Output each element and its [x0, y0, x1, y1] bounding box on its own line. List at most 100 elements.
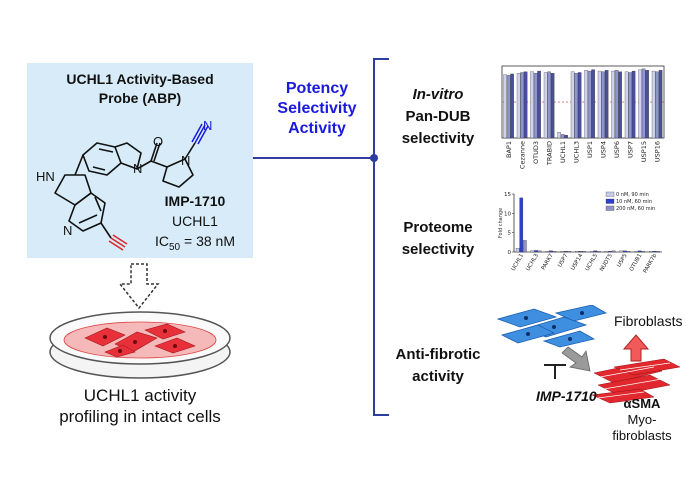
ic50-value: = 38 nM [180, 233, 235, 249]
atom-n-pyridine: N [63, 223, 73, 238]
dub-category-label: BAP1 [505, 141, 513, 158]
cells-caption: UCHL1 activity profiling in intact cells [20, 385, 260, 427]
cells-caption-line2: profiling in intact cells [59, 407, 221, 426]
proteome-bar [549, 250, 553, 253]
dub-bar [591, 69, 595, 139]
antifibrotic-line2: activity [412, 368, 464, 385]
dub-bar [570, 71, 575, 139]
proteome-bar [652, 251, 657, 253]
proteome-legend-label: 200 nM, 60 min [616, 206, 655, 212]
proteome-line1: Proteome [403, 219, 473, 236]
antifibrotic-line1: Anti-fibrotic [395, 346, 481, 363]
alkyne-bond [100, 222, 112, 239]
bracket-connector [253, 58, 389, 416]
dub-bar [655, 71, 659, 139]
fibroblasts-label: Fibroblasts [614, 313, 683, 329]
proteome-category-label: UCHL3 [525, 253, 540, 273]
proteome-bar [626, 251, 631, 253]
benzene-ring [82, 142, 122, 176]
dub-bar [533, 73, 538, 139]
proteome-category-label: USP14 [570, 253, 584, 272]
proteome-category-label: PARK7 [541, 253, 555, 272]
increase-arrow [622, 334, 650, 362]
dub-category-label: USP6 [613, 141, 621, 158]
dub-bar [618, 71, 622, 139]
proteome-bar [597, 251, 601, 253]
proteome-bar [608, 251, 612, 253]
inhibitor-label: IMP-1710 [536, 388, 597, 404]
pyrrolidine-ring [162, 158, 194, 188]
proteome-legend-label: 0 nM, 90 min [616, 192, 649, 198]
petri-dish [49, 311, 231, 379]
proteome-line2: selectivity [401, 241, 475, 258]
proteome-category-label: PARK7b [643, 253, 659, 275]
cells-caption-line1: UCHL1 activity [83, 386, 197, 405]
proteome-bar [589, 251, 594, 253]
dub-bar [574, 73, 578, 139]
dub-bar [520, 72, 524, 139]
myofibroblast-labels: αSMA Myo- fibroblasts [606, 396, 678, 444]
dub-bar [557, 132, 561, 139]
myo-line2: fibroblasts [612, 428, 672, 443]
invitro-line2: Pan-DUB [405, 108, 471, 125]
atom-o: O [153, 134, 164, 149]
dub-category-label: OTUD3 [532, 141, 540, 164]
dub-bar [587, 70, 592, 139]
dub-category-label: USP4 [599, 141, 607, 158]
marker-label: αSMA [623, 396, 661, 411]
dub-bar [506, 75, 511, 139]
dub-category-label: USP7 [626, 141, 634, 158]
proteome-bar [619, 250, 624, 253]
center-label: Potency Selectivity Activity [262, 79, 372, 139]
proteome-bar [637, 250, 642, 253]
ic50-label: IC [155, 233, 169, 249]
dub-bar [516, 73, 521, 139]
dub-bar [641, 68, 646, 139]
proteome-bar [649, 251, 653, 253]
dub-bar [577, 72, 582, 139]
proteome-bar [634, 251, 638, 253]
proteome-legend-swatch [605, 198, 615, 204]
atom-n-indoline: N [133, 161, 143, 176]
dub-bar [543, 72, 548, 139]
dub-bar [530, 71, 534, 139]
proteome-bar [534, 250, 538, 253]
proteome-y-tick-label: 5 [508, 231, 512, 237]
pyrrole-ring [54, 174, 92, 206]
dub-bar [645, 70, 649, 139]
proteome-y-tick-label: 0 [508, 250, 512, 256]
dub-category-label: USP1 [586, 141, 594, 158]
dub-category-label: USP15 [640, 141, 648, 162]
dashed-down-arrow [118, 263, 160, 310]
proteome-bar [530, 250, 535, 253]
dub-bar [597, 70, 602, 139]
differentiation-arrow [561, 346, 591, 372]
compound-info: IMP-1710 UCHL1 IC50 = 38 nM [140, 191, 250, 258]
proteome-bar [537, 250, 542, 253]
proteome-category-label: NUDT5 [599, 253, 614, 273]
dub-bar [503, 74, 507, 139]
atom-nh: HN [36, 169, 55, 184]
compound-ic50: IC50 = 38 nM [140, 231, 250, 258]
bracket [373, 58, 389, 416]
proteome-category-label: UCHL5 [585, 253, 600, 273]
compound-name: IMP-1710 [164, 193, 226, 209]
proteome-bar [578, 251, 583, 253]
dub-category-label: USP16 [653, 141, 661, 162]
center-label-line1: Potency [285, 80, 349, 97]
proteome-bar [623, 250, 627, 253]
dub-bar [547, 71, 551, 139]
dub-bar [611, 70, 615, 139]
inhibition-symbol [544, 364, 566, 379]
proteome-bar [656, 251, 660, 253]
dub-bar [537, 70, 541, 139]
atom-n-nitrile: N [203, 118, 213, 133]
dub-bar [651, 70, 656, 139]
probe-title-line2: Probe (ABP) [98, 90, 182, 106]
probe-panel [27, 63, 253, 258]
proteome-category-label: USP7 [557, 253, 570, 269]
center-label-line2: Selectivity [277, 100, 357, 117]
atom-n-pyrrolidine: N [181, 153, 191, 168]
dub-bar [631, 70, 636, 139]
